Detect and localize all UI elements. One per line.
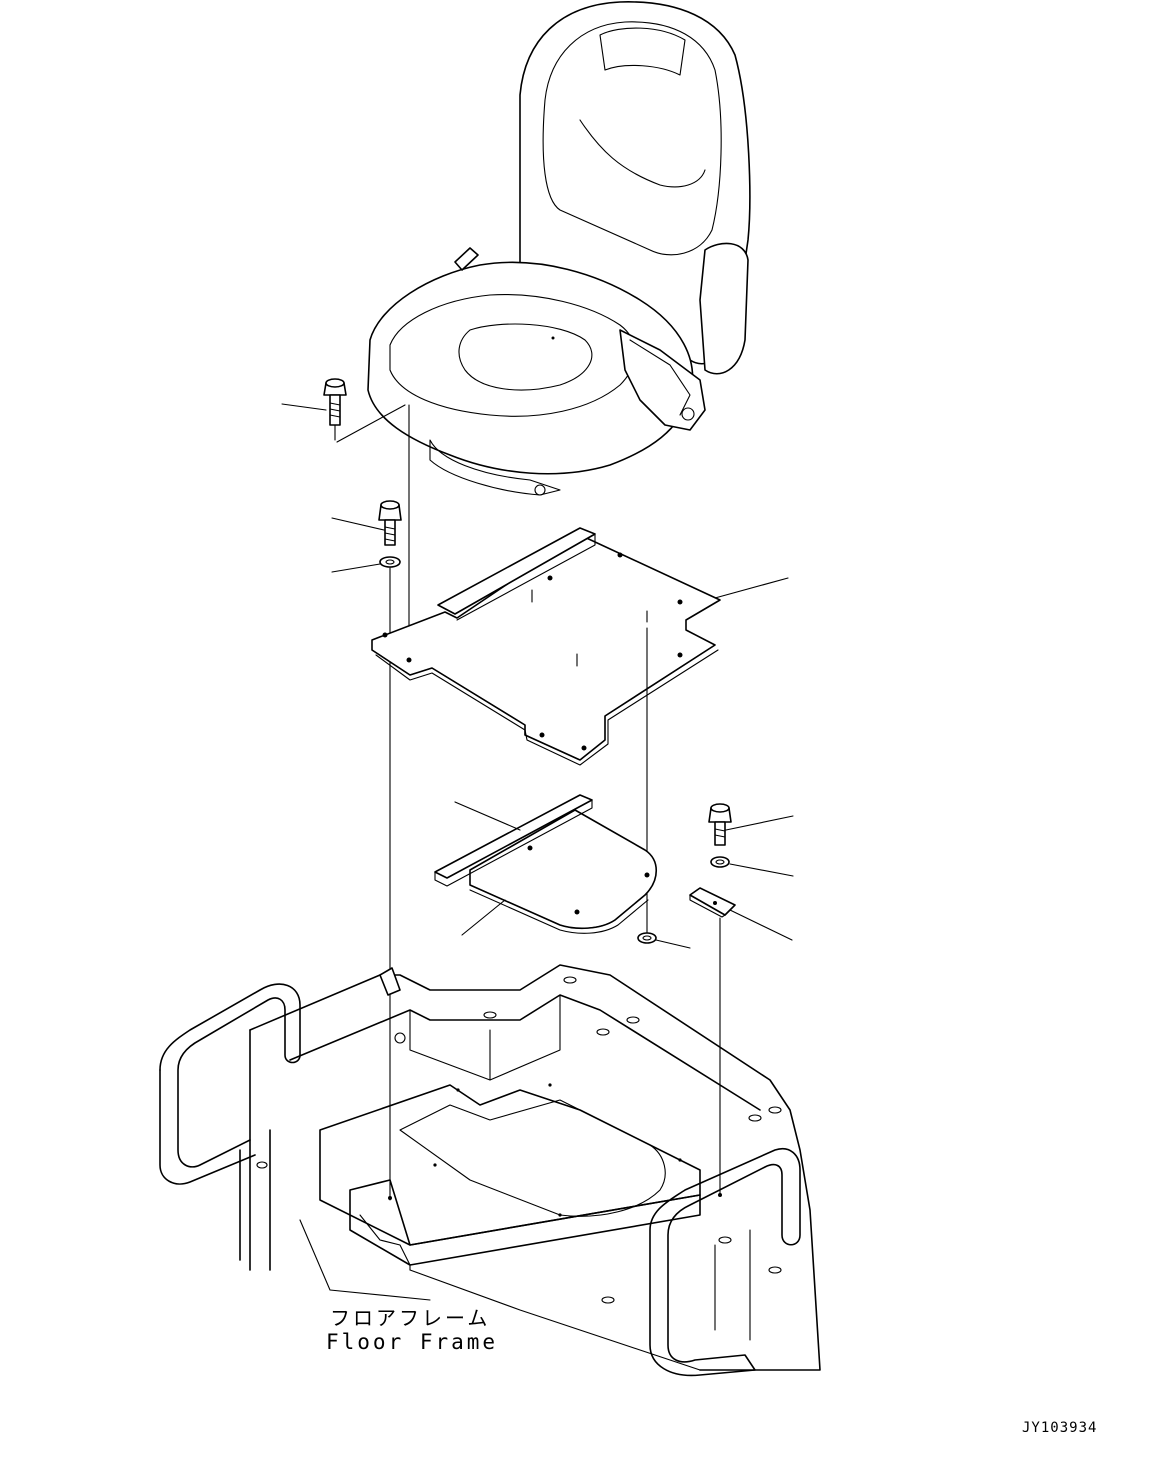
floor-frame-label-jp: フロアフレーム xyxy=(330,1306,491,1330)
bracket-icon xyxy=(689,887,736,918)
bolt-icon xyxy=(708,803,732,846)
floor-frame-icon xyxy=(159,964,821,1377)
drawing-code: JY103934 xyxy=(1022,1420,1098,1436)
floor-frame-label-en: Floor Frame xyxy=(326,1330,499,1354)
seat-icon xyxy=(367,1,751,496)
mounting-plate-icon xyxy=(434,794,658,934)
washer-icon xyxy=(637,932,657,944)
bolt-icon xyxy=(378,500,402,546)
washer-icon xyxy=(710,856,730,868)
mounting-plate-icon xyxy=(371,527,721,766)
washer-icon xyxy=(379,556,401,568)
bolt-icon xyxy=(323,378,406,443)
